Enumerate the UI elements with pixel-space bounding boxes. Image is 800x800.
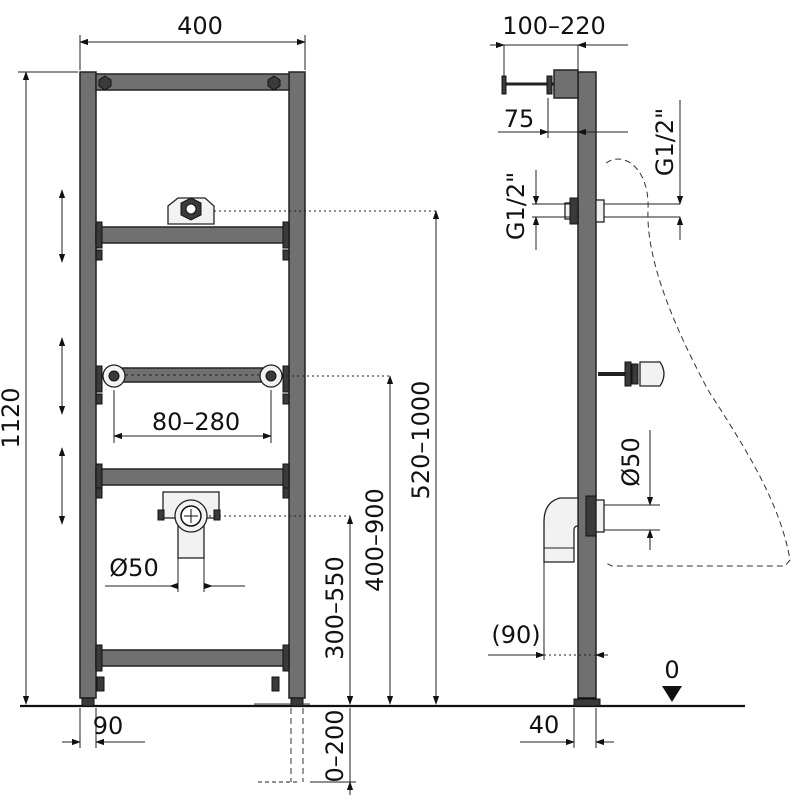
dim-side-depth: (90) <box>491 621 540 649</box>
side-flush-connector <box>598 361 665 387</box>
dim-floor-adjust: 0–200 <box>321 709 349 782</box>
dim-thread-left: G1/2" <box>502 172 530 240</box>
drain-outlet <box>157 491 350 559</box>
side-inlet-fitting <box>564 197 680 225</box>
side-drain-elbow <box>543 495 605 563</box>
connector-bar <box>102 364 390 388</box>
dim-total-height: 1120 <box>0 387 25 448</box>
dim-side-foot: 40 <box>529 711 560 739</box>
dim-drain-diameter-side: Ø50 <box>617 437 645 486</box>
dim-connector-spacing: 80–280 <box>152 408 240 436</box>
side-view: 100–220 75 G1/2" G1/2" Ø50 (90) 40 <box>488 12 791 748</box>
dim-water-inlet-height: 520–1000 <box>407 381 435 500</box>
top-rail <box>95 73 290 91</box>
water-rail <box>95 226 290 244</box>
dim-feet-depth: 90 <box>93 712 124 740</box>
middle-rail <box>95 468 290 486</box>
dim-connector-height: 400–900 <box>361 488 389 592</box>
floor-level-marker-icon <box>662 686 682 702</box>
dim-water-offset: 100–220 <box>502 12 606 40</box>
right-post <box>288 71 306 699</box>
water-inlet <box>167 197 436 225</box>
side-water-pipe <box>501 69 579 99</box>
dim-drain-diameter-front: Ø50 <box>109 554 158 582</box>
dim-thread-right: G1/2" <box>651 108 679 176</box>
dim-pipe-offset: 75 <box>504 105 535 133</box>
left-post <box>79 71 97 699</box>
side-post <box>577 71 597 699</box>
dim-frame-width: 400 <box>177 12 223 40</box>
dim-drain-height: 300–550 <box>321 556 349 660</box>
bottom-rail <box>95 649 290 667</box>
front-view: 400 1120 80–280 Ø50 90 300–550 0–200 <box>0 12 440 795</box>
dim-floor-level: 0 <box>664 656 679 684</box>
